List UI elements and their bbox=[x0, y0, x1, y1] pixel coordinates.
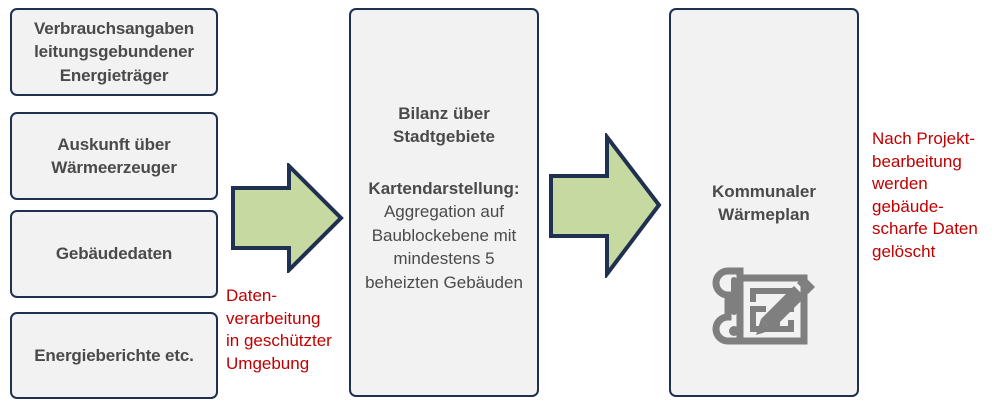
note-data-deletion: Nach Projekt- bearbeitung werden gebäude… bbox=[872, 129, 978, 262]
note-data-processing: Daten- verarbeitung in geschützter Umgeb… bbox=[226, 286, 332, 373]
output-box-title: Kommunaler Wärmeplan bbox=[712, 182, 816, 225]
output-box-waermeplan: Kommunaler Wärmeplan bbox=[669, 8, 859, 397]
source-box-label: Gebäudedaten bbox=[55, 244, 173, 264]
source-box-verbrauchsangaben: Verbrauchsangaben leitungsgebundener Ene… bbox=[10, 8, 218, 96]
source-box-label: Auskunft über Wärmeerzeuger bbox=[51, 134, 177, 177]
blueprint-pencil-icon bbox=[712, 267, 815, 345]
source-box-energieberichte: Energieberichte etc. bbox=[10, 312, 218, 399]
process-box-subheading: Kartendarstellung: bbox=[368, 178, 520, 198]
source-box-gebaeudedaten: Gebäudedaten bbox=[10, 210, 218, 298]
process-box-title: Bilanz über Stadtgebiete bbox=[392, 104, 496, 147]
arrow-process-to-output-icon bbox=[549, 133, 662, 278]
process-box-subbody: Aggregation auf Baublockebene mit mindes… bbox=[365, 202, 523, 292]
arrow-sources-to-process-icon bbox=[231, 163, 344, 273]
source-box-auskunft-waermeerzeuger: Auskunft über Wärmeerzeuger bbox=[10, 112, 218, 200]
source-box-label: Energieberichte etc. bbox=[34, 345, 194, 365]
source-box-label: Verbrauchsangaben leitungsgebundener Ene… bbox=[34, 18, 194, 85]
process-box-bilanz: Bilanz über Stadtgebiete Kartendarstellu… bbox=[349, 8, 539, 397]
